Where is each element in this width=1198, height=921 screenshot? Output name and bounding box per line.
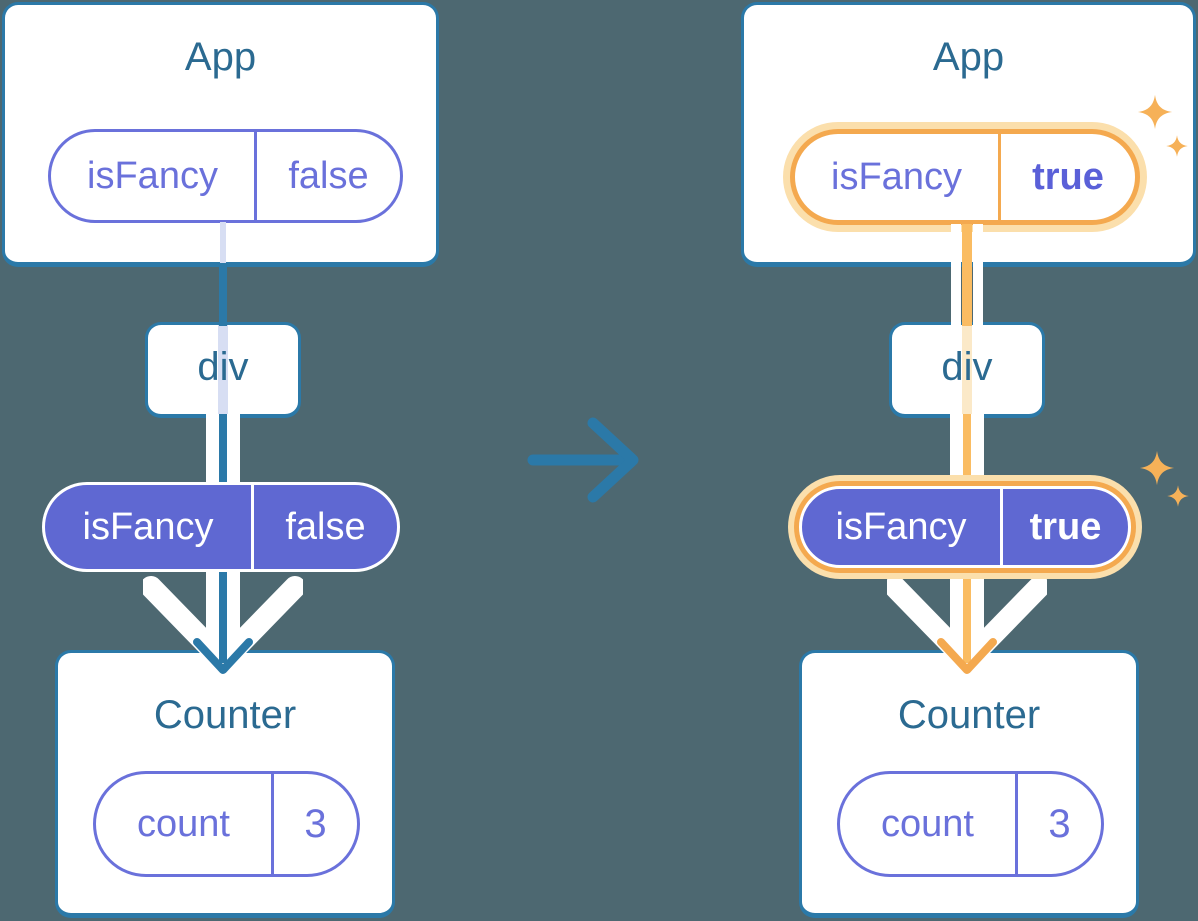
- sparkle-icon: [1166, 135, 1188, 157]
- prop-value-label: true: [1000, 489, 1128, 565]
- prop-pipe-line: [219, 563, 227, 663]
- prop-value-label: true: [998, 134, 1135, 220]
- tree-before: App isFancy false div Counter count 3: [0, 0, 460, 921]
- app-card: App isFancy true: [741, 2, 1196, 267]
- transition-arrow-icon: [527, 417, 639, 503]
- prop-value-label: false: [254, 132, 400, 220]
- prop-pill-filled-highlighted: isFancy true: [799, 486, 1131, 568]
- state-name-label: count: [137, 802, 230, 845]
- arrowhead-icon: [193, 638, 253, 674]
- sparkle-icon: [1167, 485, 1189, 507]
- prop-pill-filled: isFancy false: [42, 482, 400, 572]
- prop-pipe-line: [963, 563, 971, 663]
- prop-line: [219, 263, 227, 326]
- app-prop-pill-highlighted: isFancy true: [790, 129, 1140, 225]
- state-value-label: 3: [1015, 774, 1101, 874]
- prop-name-label: isFancy: [831, 155, 962, 198]
- counter-title: Counter: [897, 693, 1041, 737]
- app-prop-pill: isFancy false: [48, 129, 403, 223]
- prop-name-label: isFancy: [87, 154, 218, 197]
- state-value-label: 3: [271, 774, 357, 874]
- sparkle-icon: [1139, 450, 1175, 486]
- counter-card: Counter count 3: [55, 650, 395, 918]
- prop-flow-stripe: [218, 325, 228, 414]
- app-title: App: [184, 35, 257, 79]
- prop-pipe-lower: [950, 563, 984, 663]
- sparkle-icon: [1137, 94, 1173, 130]
- counter-state-pill: count 3: [837, 771, 1104, 877]
- counter-card: Counter count 3: [799, 650, 1139, 918]
- prop-line-in-card: [220, 222, 226, 268]
- counter-title: Counter: [153, 693, 297, 737]
- prop-name-label: isFancy: [835, 505, 967, 548]
- prop-flow-stripe: [962, 325, 972, 414]
- prop-pipe-lower: [206, 563, 240, 663]
- prop-pipe-line: [963, 414, 971, 488]
- div-box: div: [889, 322, 1045, 418]
- arrowhead-icon: [937, 638, 997, 674]
- counter-state-pill: count 3: [93, 771, 360, 877]
- prop-pipe-line: [219, 414, 227, 488]
- div-label: div: [941, 345, 993, 389]
- prop-value-label: false: [251, 485, 397, 569]
- prop-name-label: isFancy: [82, 505, 214, 548]
- app-card: App isFancy false: [2, 2, 439, 267]
- prop-line-highlighted: [962, 224, 972, 326]
- div-label: div: [197, 345, 249, 389]
- div-box: div: [145, 322, 301, 418]
- prop-pipe-upper: [206, 414, 240, 488]
- tree-after: App isFancy true div Counter count 3: [741, 0, 1198, 921]
- prop-pipe-upper: [950, 414, 984, 488]
- state-name-label: count: [881, 802, 974, 845]
- app-title: App: [932, 35, 1005, 79]
